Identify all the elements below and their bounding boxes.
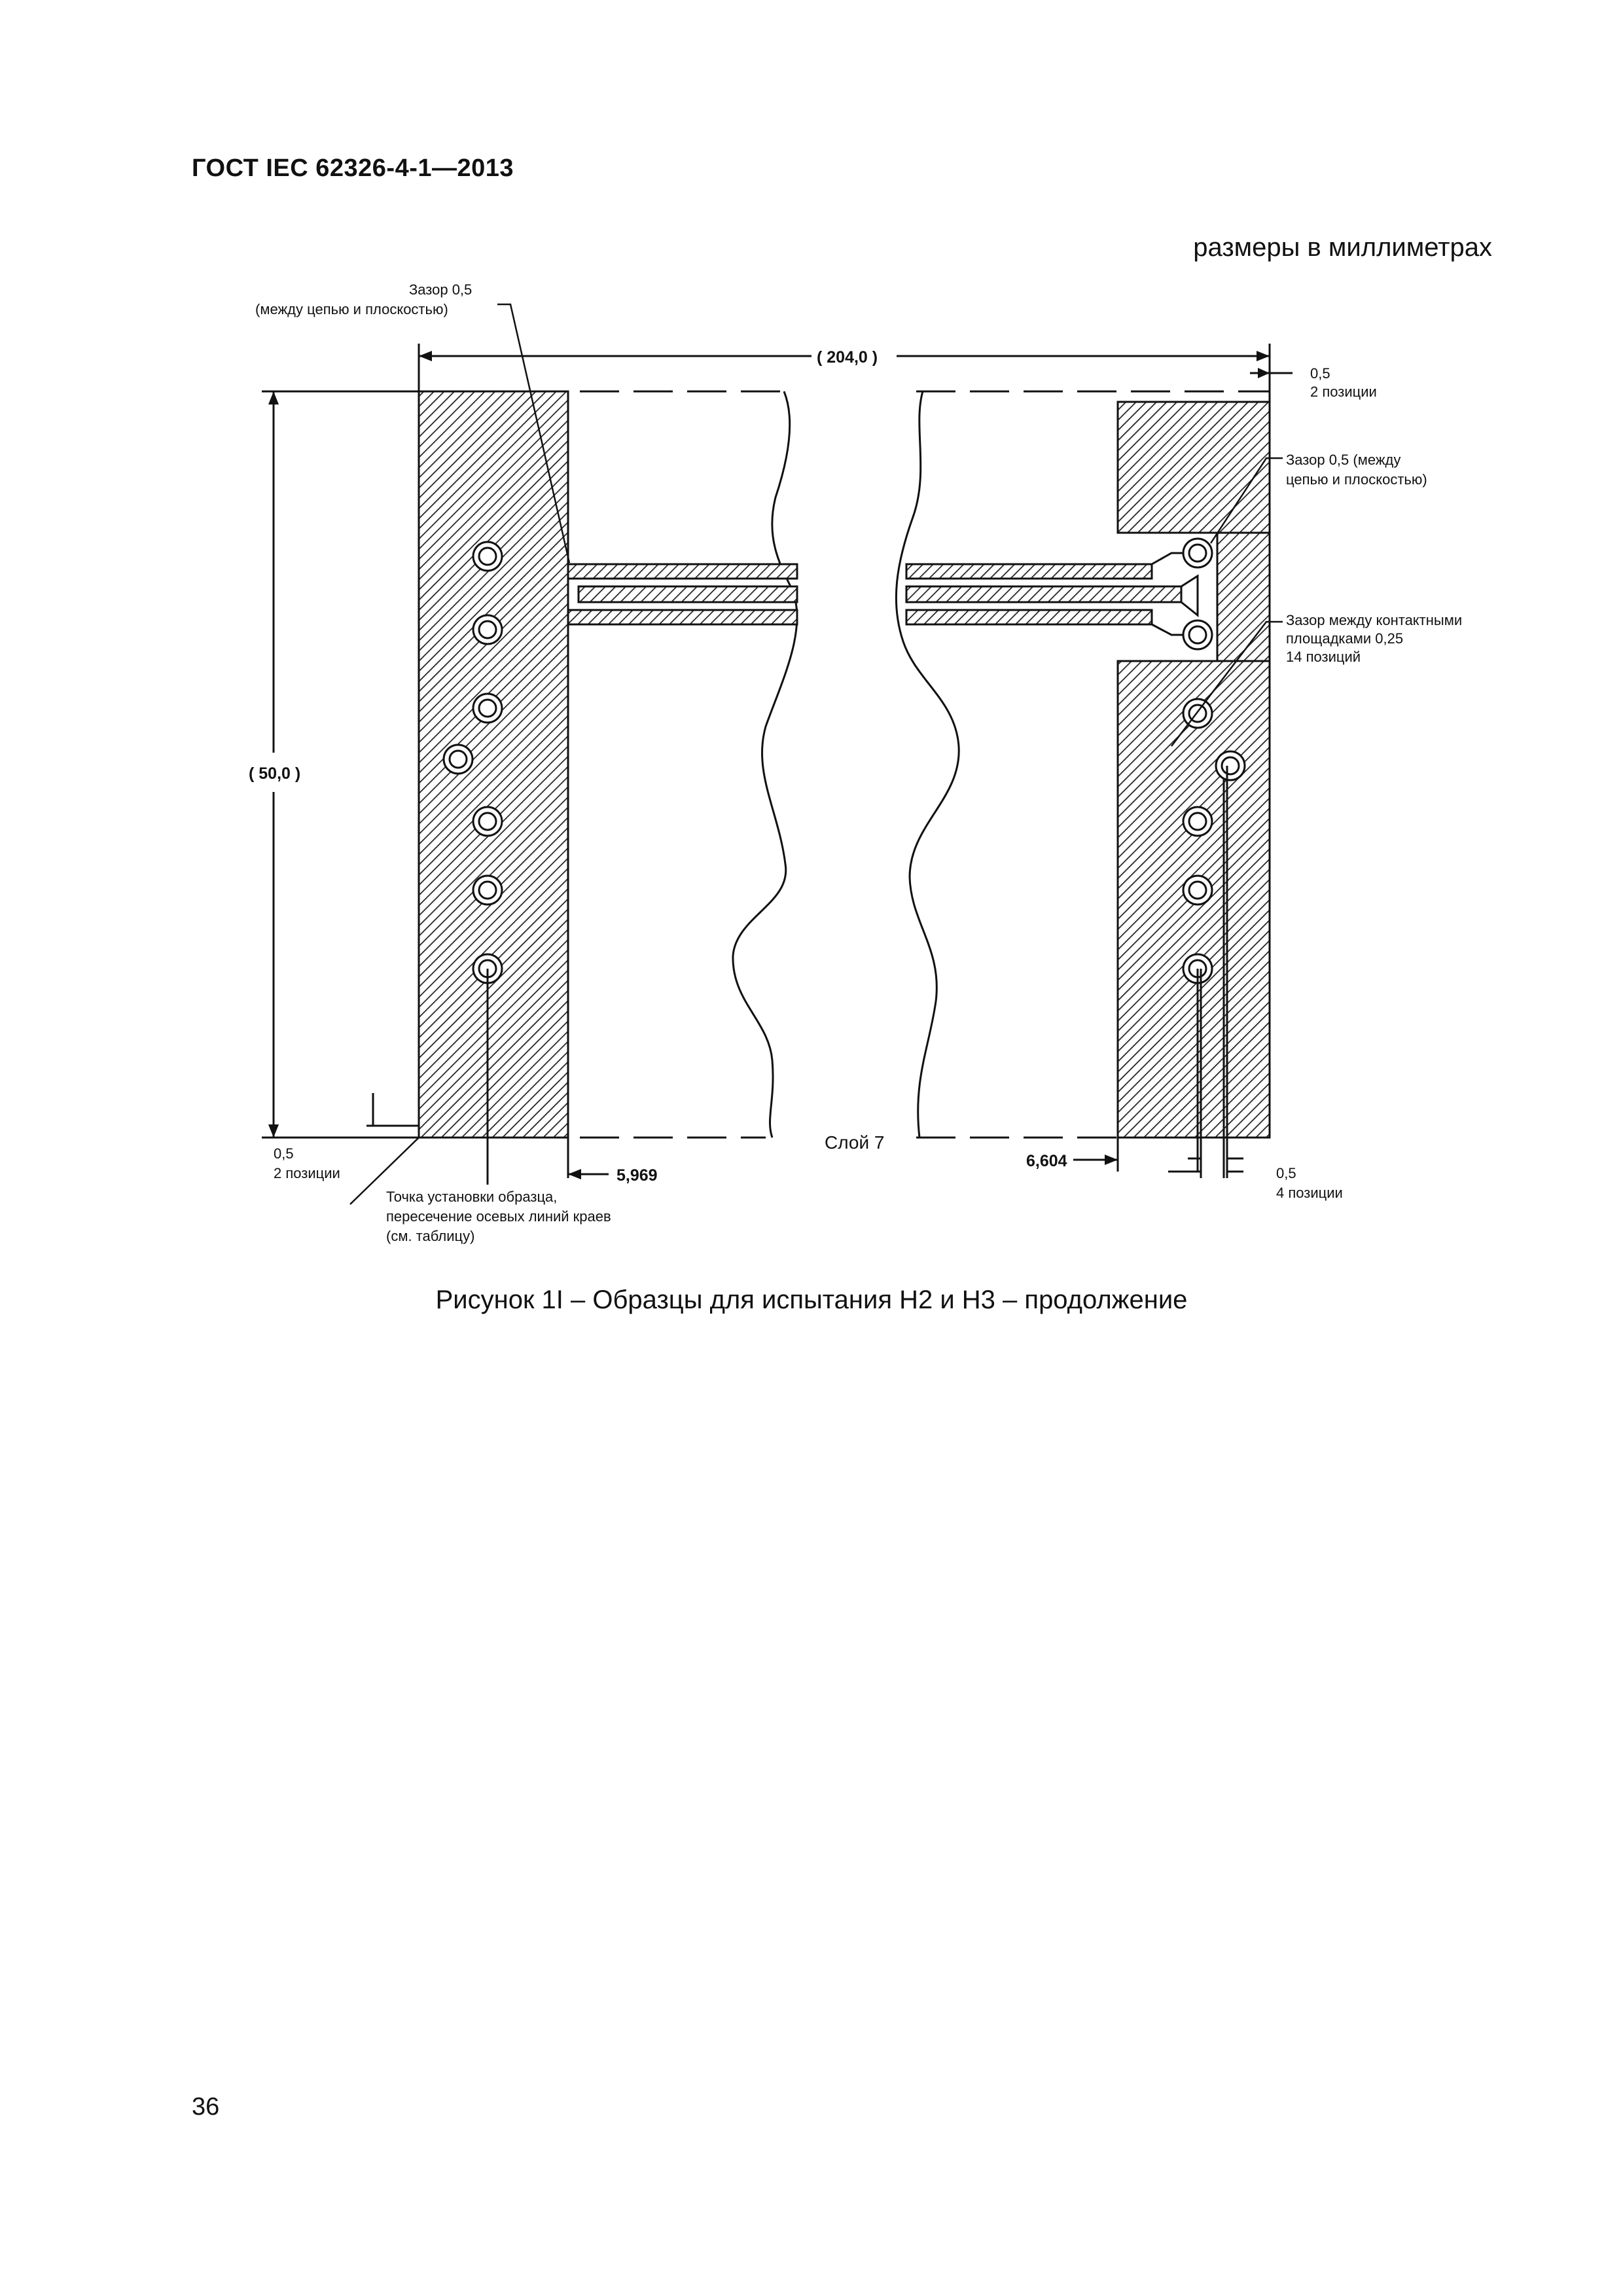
leader-lines [349,303,1283,1205]
units-note: размеры в миллиметрах [1193,233,1492,262]
bottom-right-value: 0,5 [1276,1165,1296,1181]
gap-top-left-line1: Зазор 0,5 [409,281,472,298]
gap-right-line1: Зазор 0,5 (между [1286,452,1400,468]
pad-gap-line3: 14 позиций [1286,649,1361,665]
page-number: 36 [192,2093,220,2121]
pad-gap-line2: площадками 0,25 [1286,630,1403,647]
gap-top-left-line2: (между цепью и плоскостью) [255,301,448,317]
left-bottom-positions: 2 позиции [274,1165,340,1181]
gap-right-line2: цепью и плоскостью) [1286,471,1427,488]
dimension-right: 6,604 [1026,1152,1067,1170]
bottom-right-positions: 4 позиции [1276,1185,1343,1201]
ground-plane-left [418,390,569,1139]
arrow-heads [268,351,1270,1179]
layer-label: Слой 7 [825,1132,884,1153]
conductor-traces-right [905,552,1199,636]
ground-plane-right-top [1116,401,1271,534]
right-offset-positions: 2 позиции [1310,384,1377,400]
ground-plane-right-strip [1216,531,1271,662]
contact-pads-left [442,541,503,984]
dimension-lines [262,344,1293,1185]
mount-point-line1: Точка установки образца, [386,1189,557,1205]
pad-gap-line1: Зазор между контактными [1286,612,1462,628]
dimension-left: 5,969 [616,1166,658,1185]
width-dimension: ( 204,0 ) [817,348,878,367]
conductor-traces-left [567,563,798,626]
break-line-left [732,391,798,1138]
technical-drawing: Зазор 0,5 (между цепью и плоскостью) ( 2… [249,281,1462,1244]
figure-caption: Рисунок 1I – Образцы для испытания H2 и … [435,1285,1188,1314]
document-standard-header: ГОСТ IEC 62326-4-1—2013 [192,154,514,182]
mount-point-line2: пересечение осевых линий краев [386,1208,611,1225]
mount-point-line3: (см. таблицу) [386,1228,474,1244]
break-line-right [895,391,960,1138]
left-bottom-value: 0,5 [274,1145,294,1162]
right-offset-value: 0,5 [1310,365,1330,382]
height-dimension: ( 50,0 ) [249,764,300,783]
